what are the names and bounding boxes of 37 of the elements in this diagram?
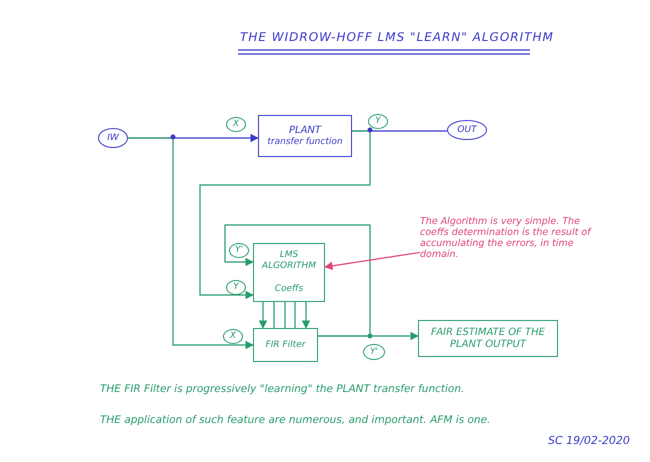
signal-ellipse — [223, 329, 243, 344]
signal-ellipse — [226, 280, 246, 295]
node-label: OUT — [457, 124, 477, 136]
node-sublabel: transfer function — [267, 136, 343, 147]
node-label: X — [232, 119, 240, 130]
note-text: THE application of such feature are numerous, and important. AFM is one. — [100, 414, 492, 426]
node-label: Y' — [235, 245, 243, 256]
process-box — [253, 243, 325, 302]
node-label: Y' — [370, 346, 378, 358]
process-box — [418, 320, 558, 357]
arrow — [302, 302, 310, 329]
node-label: The Algorithm is very simple. The coeffs determination is the result of accumulating the errors, in time domain. — [420, 217, 592, 261]
node-label: Y — [375, 116, 381, 127]
signal-ellipse — [447, 120, 487, 140]
node-label: PLANT — [288, 125, 322, 137]
leader-arrow — [324, 252, 420, 270]
node-label: FIR Filter — [266, 340, 306, 350]
note-text: THE FIR Filter is progressively "learning" the PLANT transfer function. — [100, 383, 466, 395]
signature-text: SC 19/02-2020 — [548, 434, 631, 447]
signal-ellipse — [226, 117, 246, 132]
arrow — [199, 130, 371, 300]
signal-ellipse — [229, 243, 249, 258]
signal-ellipse — [368, 114, 388, 129]
signal-ellipse — [363, 344, 385, 360]
title: THE WIDROW-HOFF LMS "LEARN" ALGORITHM — [240, 30, 554, 44]
process-box — [258, 115, 352, 157]
arrow — [224, 224, 371, 337]
node-label: LMS ALGORITHM — [260, 250, 318, 272]
node-label: IW — [107, 132, 119, 144]
arrow — [258, 302, 268, 329]
arrow — [128, 137, 254, 350]
node-sublabel: Coeffs — [274, 284, 304, 294]
signal-ellipse — [98, 128, 128, 148]
node-label: X — [230, 331, 236, 342]
node-label: Y — [233, 282, 239, 293]
process-box — [253, 328, 318, 362]
node-label: FAIR ESTIMATE OF THE PLANT OUTPUT — [430, 327, 546, 350]
